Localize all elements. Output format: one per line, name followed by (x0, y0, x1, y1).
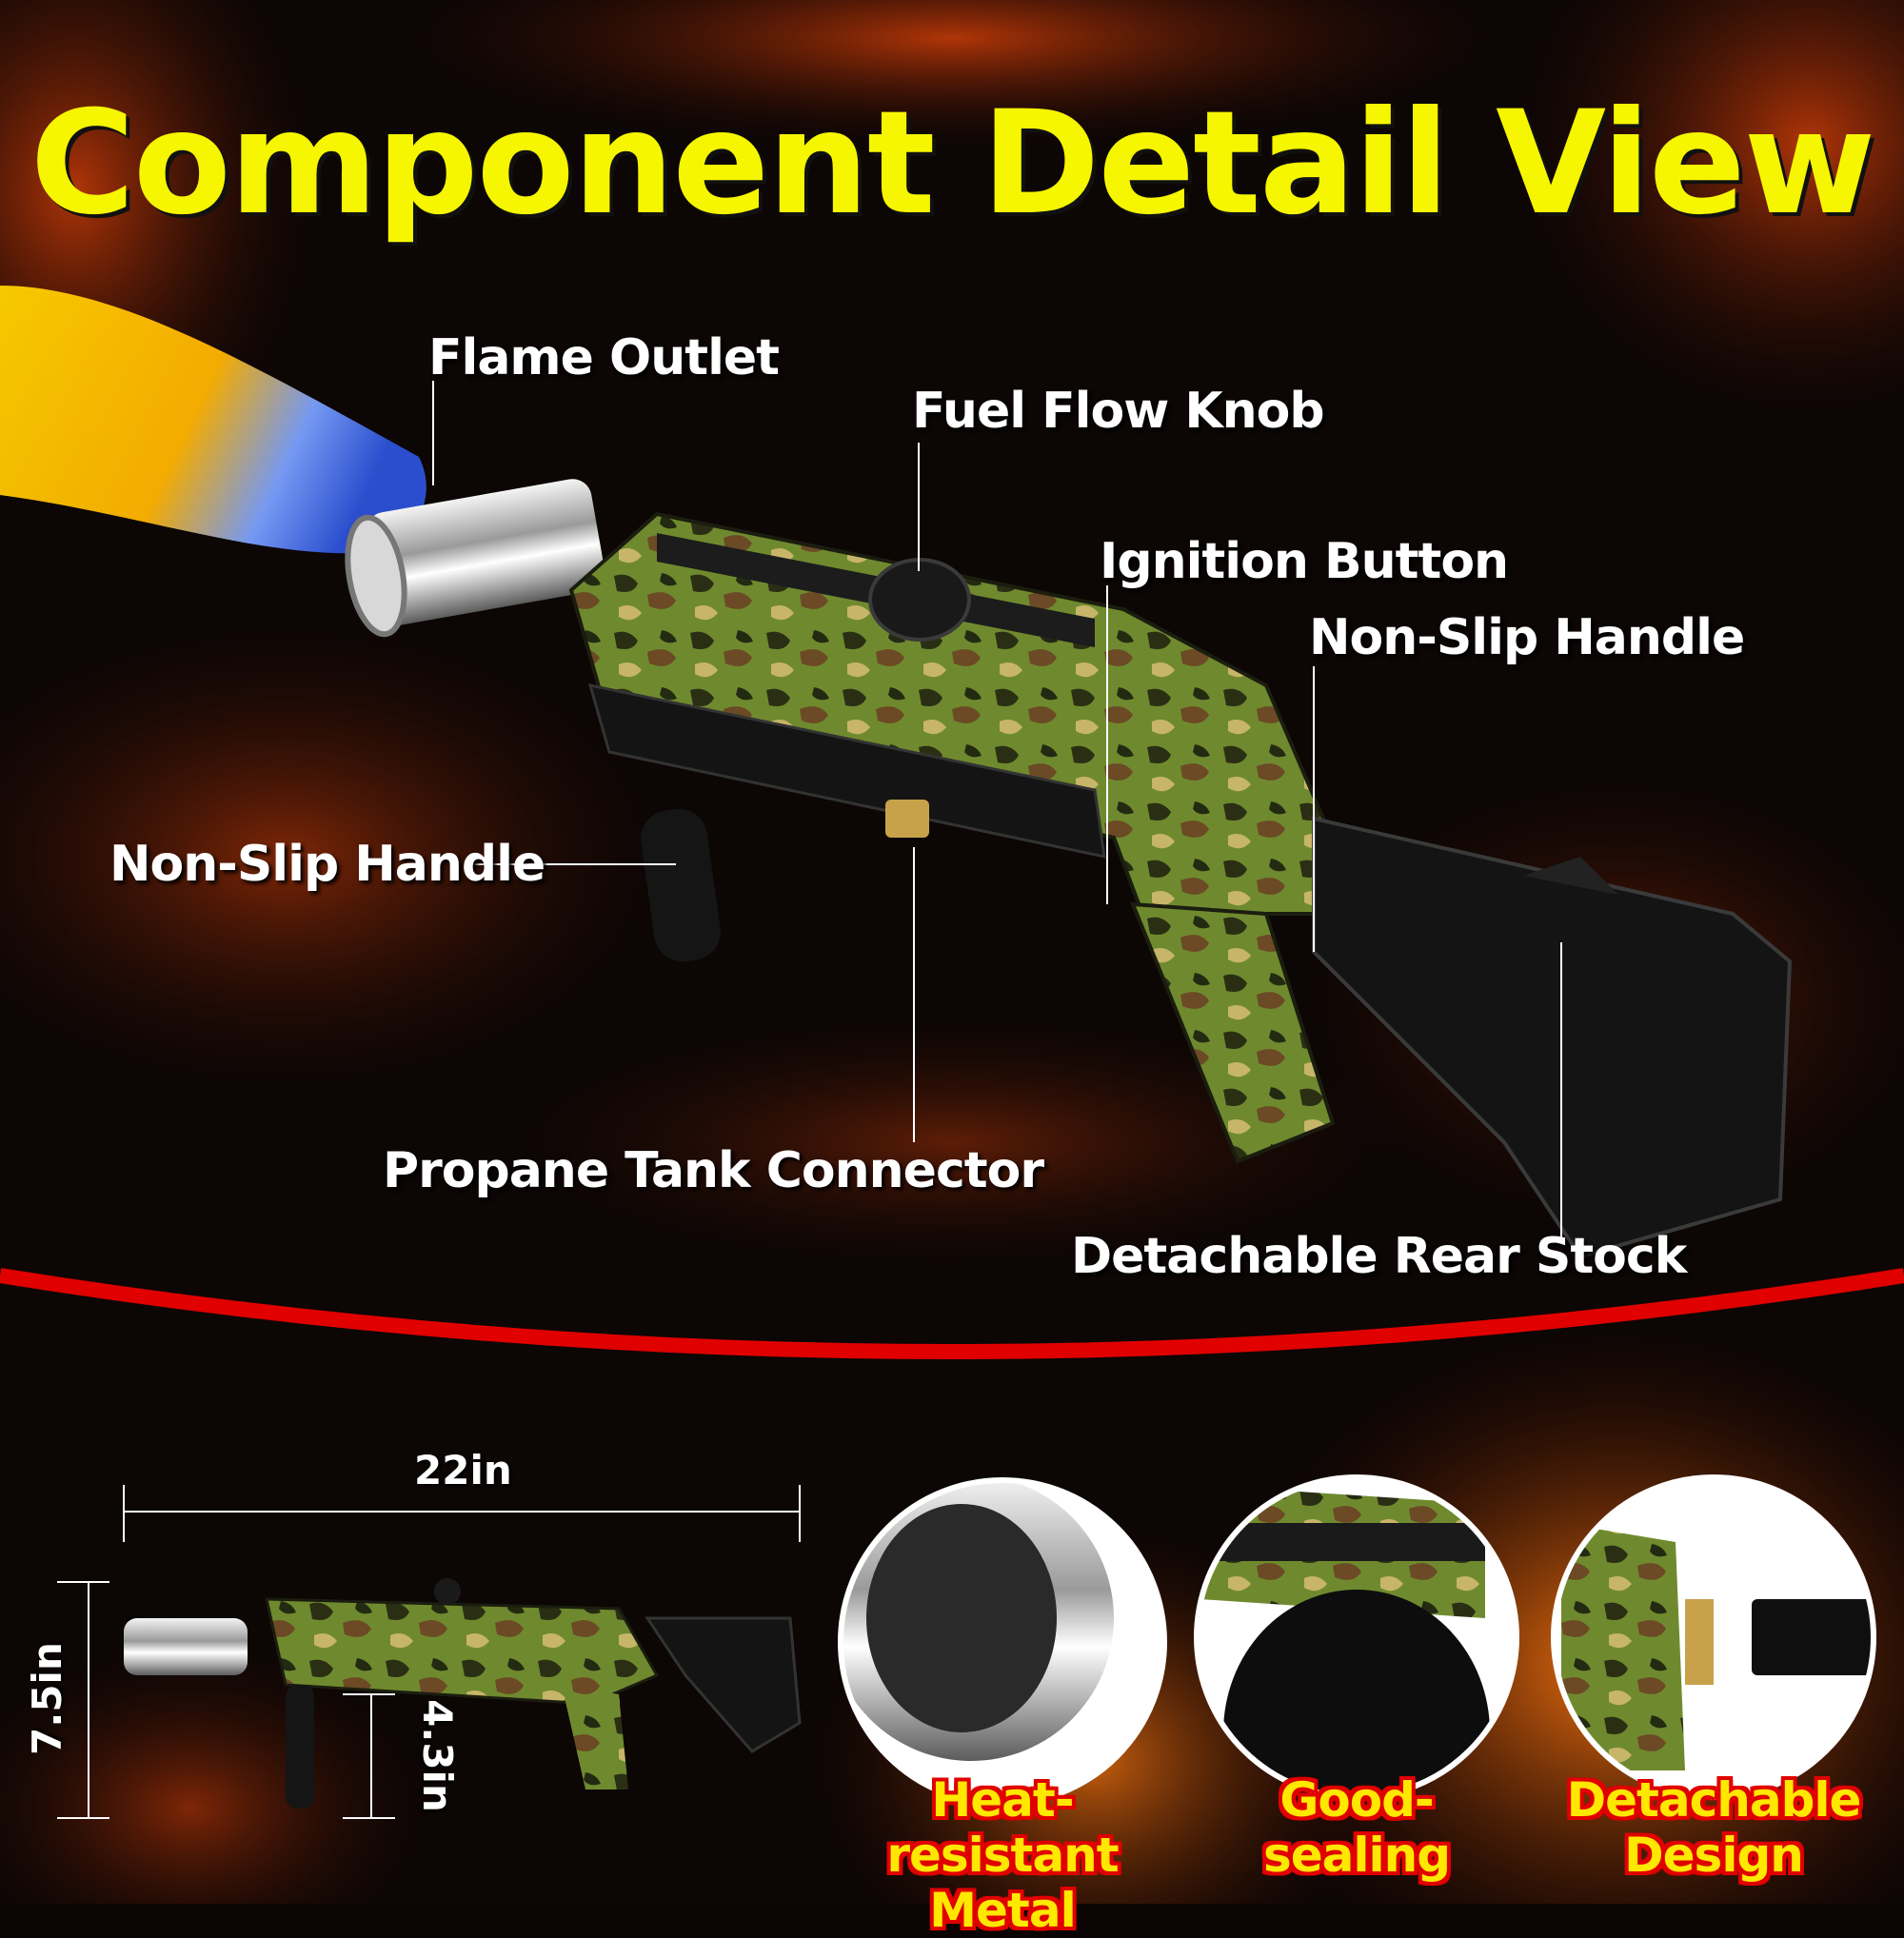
callout-detachable-rear-stock: Detachable Rear Stock (1071, 1228, 1687, 1285)
rear-stock (1312, 816, 1793, 1259)
front-grip (641, 808, 721, 962)
feature-image-sealing (1194, 1474, 1519, 1800)
feature-caption-metal-line2: Metal (929, 1883, 1076, 1938)
callout-non-slip-handle-front: Non-Slip Handle (109, 836, 545, 893)
page-title: Component Detail View (30, 81, 1876, 247)
callout-fuel-flow-knob: Fuel Flow Knob (912, 383, 1325, 440)
dimension-length: 22in (414, 1447, 512, 1493)
feature-caption-detachable-line2: Design (1624, 1828, 1804, 1883)
callout-propane-tank-connector: Propane Tank Connector (383, 1142, 1044, 1199)
feature-caption-metal: Heat-resistant Metal (841, 1772, 1164, 1938)
feature-caption-detachable: Detachable Design (1552, 1772, 1875, 1883)
red-divider-arc (0, 1268, 1904, 1359)
flame-outlet-nozzle (345, 479, 605, 638)
feature-caption-detachable-line1: Detachable (1566, 1772, 1862, 1828)
callout-flame-outlet: Flame Outlet (428, 329, 780, 386)
callout-non-slip-handle-rear: Non-Slip Handle (1309, 609, 1745, 666)
feature-caption-sealing: Good-sealing (1195, 1772, 1518, 1883)
feature-image-detachable (1551, 1474, 1876, 1800)
pistol-grip (1129, 901, 1336, 1164)
callout-ignition-button: Ignition Button (1100, 533, 1509, 590)
feature-caption-metal-line1: Heat-resistant (886, 1772, 1119, 1883)
feature-image-metal (838, 1477, 1167, 1807)
feature-caption-sealing-line1: Good-sealing (1262, 1772, 1451, 1883)
propane-connector (885, 800, 929, 838)
